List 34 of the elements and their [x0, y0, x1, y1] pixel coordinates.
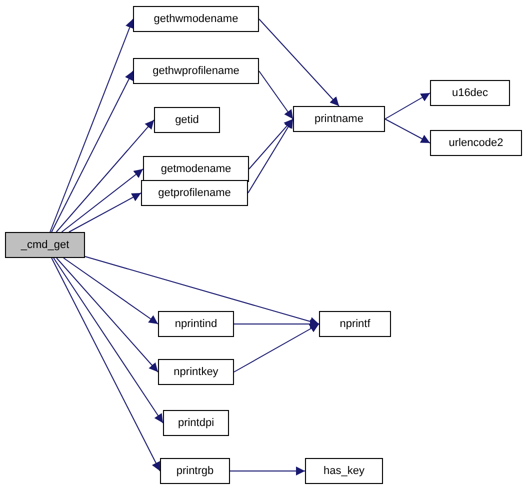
arrow — [248, 118, 294, 194]
function-box: _cmd_get — [5, 232, 85, 258]
function-box: gethwprofilename — [133, 58, 259, 84]
arrow — [63, 258, 158, 324]
arrow — [384, 92, 430, 120]
arrow — [56, 120, 154, 232]
arrow — [230, 466, 306, 476]
function-box: printdpi — [163, 410, 229, 436]
arrow — [56, 258, 158, 372]
arrow — [84, 256, 320, 326]
arrow — [234, 320, 320, 328]
function-box: urlencode2 — [430, 130, 522, 156]
function-box: nprintf — [319, 311, 391, 337]
arrow — [258, 70, 294, 120]
arrow — [68, 192, 142, 232]
arrow — [51, 70, 134, 232]
function-box: nprintind — [158, 311, 234, 337]
function-box: nprintkey — [158, 359, 234, 385]
function-box: getmodename — [143, 156, 249, 182]
arrow — [61, 168, 144, 232]
function-box: printname — [293, 106, 385, 132]
arrow — [50, 18, 134, 232]
function-box: u16dec — [430, 80, 510, 106]
function-box: has_key — [305, 458, 383, 484]
arrow — [53, 258, 164, 424]
arrow — [248, 118, 294, 170]
function-box: printrgb — [160, 458, 230, 484]
arrow — [51, 258, 160, 472]
function-box: getprofilename — [141, 180, 248, 206]
arrow — [258, 18, 340, 106]
arrow — [384, 118, 430, 144]
arrow — [234, 324, 320, 372]
function-box: gethwmodename — [133, 6, 259, 32]
function-box: getid — [154, 107, 220, 133]
